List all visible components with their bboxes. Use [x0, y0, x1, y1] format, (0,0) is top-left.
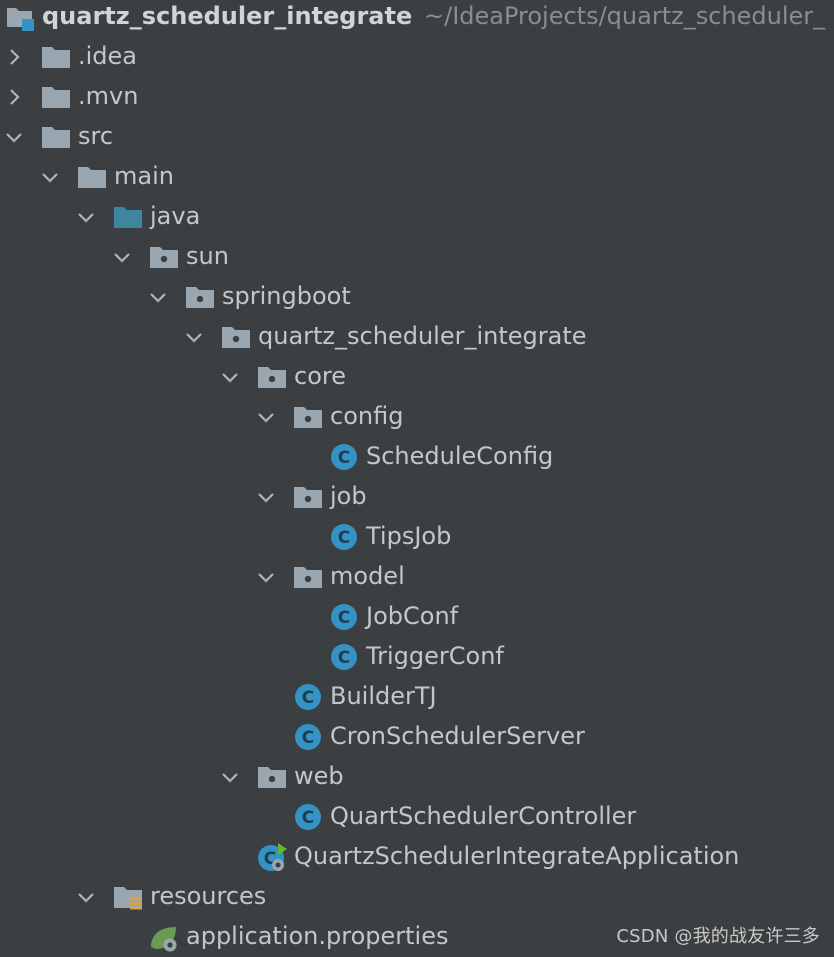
tree-label: TriggerConf	[366, 642, 504, 670]
package-icon	[148, 241, 180, 273]
spring-properties-icon	[148, 921, 180, 953]
chevron-down-icon[interactable]	[184, 327, 204, 347]
chevron-down-icon[interactable]	[148, 287, 168, 307]
tree-row-idea[interactable]: .idea	[0, 37, 834, 77]
tree-label: web	[294, 762, 344, 790]
tree-label: sun	[186, 242, 229, 270]
tree-row-quartz-package[interactable]: quartz_scheduler_integrate	[0, 317, 834, 357]
tree-label: .mvn	[78, 82, 139, 110]
chevron-down-icon[interactable]	[40, 167, 60, 187]
package-icon	[256, 761, 288, 793]
chevron-down-icon[interactable]	[76, 887, 96, 907]
folder-icon	[76, 161, 108, 193]
svg-text:C: C	[338, 448, 350, 468]
tree-row-config[interactable]: config	[0, 397, 834, 437]
tree-label: JobConf	[366, 602, 459, 630]
tree-label: job	[330, 482, 367, 510]
tree-row-scheduleconfig[interactable]: C ScheduleConfig	[0, 437, 834, 477]
tree-label: main	[114, 162, 174, 190]
class-icon: C	[328, 521, 360, 553]
spring-boot-class-icon: C	[256, 841, 288, 873]
package-icon	[184, 281, 216, 313]
chevron-down-icon[interactable]	[256, 407, 276, 427]
chevron-down-icon[interactable]	[256, 487, 276, 507]
tree-row-sun[interactable]: sun	[0, 237, 834, 277]
tree-row-job[interactable]: job	[0, 477, 834, 517]
tree-row-core[interactable]: core	[0, 357, 834, 397]
package-icon	[220, 321, 252, 353]
tree-row-springboot[interactable]: springboot	[0, 277, 834, 317]
class-icon: C	[328, 441, 360, 473]
chevron-down-icon[interactable]	[220, 367, 240, 387]
tree-row-mvn[interactable]: .mvn	[0, 77, 834, 117]
package-icon	[292, 481, 324, 513]
source-folder-icon	[112, 201, 144, 233]
chevron-down-icon[interactable]	[256, 567, 276, 587]
svg-text:C: C	[338, 608, 350, 628]
tree-row-resources[interactable]: resources	[0, 877, 834, 917]
tree-label: QuartSchedulerController	[330, 802, 637, 830]
class-icon: C	[328, 601, 360, 633]
svg-text:C: C	[302, 688, 314, 708]
chevron-down-icon[interactable]	[76, 207, 96, 227]
tree-label: model	[330, 562, 405, 590]
chevron-right-icon[interactable]	[4, 47, 24, 67]
tree-label: quartz_scheduler_integrate	[258, 322, 587, 350]
class-icon: C	[292, 721, 324, 753]
chevron-down-icon[interactable]	[4, 127, 24, 147]
svg-text:C: C	[338, 648, 350, 668]
tree-row-cronschedulerserver[interactable]: C CronSchedulerServer	[0, 717, 834, 757]
tree-label: java	[150, 202, 201, 230]
tree-label: QuartzSchedulerIntegrateApplication	[294, 842, 740, 870]
chevron-down-icon[interactable]	[112, 247, 132, 267]
svg-text:C: C	[338, 528, 350, 548]
chevron-down-icon[interactable]	[220, 767, 240, 787]
tree-row-buildertj[interactable]: C BuilderTJ	[0, 677, 834, 717]
watermark: CSDN @我的战友许三多	[616, 926, 820, 947]
tree-row-project-root[interactable]: quartz_scheduler_integrate ~/IdeaProject…	[0, 0, 834, 37]
class-icon: C	[292, 681, 324, 713]
tree-label: TipsJob	[366, 522, 452, 550]
project-path: ~/IdeaProjects/quartz_scheduler_	[424, 2, 826, 30]
svg-text:C: C	[302, 808, 314, 828]
tree-row-web[interactable]: web	[0, 757, 834, 797]
tree-label: CronSchedulerServer	[330, 722, 585, 750]
tree-label: src	[78, 122, 114, 150]
tree-label: springboot	[222, 282, 351, 310]
tree-row-tipsjob[interactable]: C TipsJob	[0, 517, 834, 557]
tree-row-triggerconf[interactable]: C TriggerConf	[0, 637, 834, 677]
package-icon	[292, 561, 324, 593]
tree-row-quartschedulercontroller[interactable]: C QuartSchedulerController	[0, 797, 834, 837]
class-icon: C	[292, 801, 324, 833]
tree-row-application-properties[interactable]: application.properties	[0, 917, 834, 957]
project-module-icon	[4, 1, 36, 33]
tree-label: BuilderTJ	[330, 682, 437, 710]
tree-label: application.properties	[186, 922, 449, 950]
tree-row-application-class[interactable]: C QuartzSchedulerIntegrateApplication	[0, 837, 834, 877]
folder-icon	[40, 121, 72, 153]
project-name: quartz_scheduler_integrate	[42, 2, 413, 30]
tree-label: core	[294, 362, 346, 390]
svg-text:C: C	[302, 728, 314, 748]
tree-row-jobconf[interactable]: C JobConf	[0, 597, 834, 637]
tree-label: ScheduleConfig	[366, 442, 554, 470]
resources-folder-icon	[112, 881, 144, 913]
package-icon	[256, 361, 288, 393]
chevron-right-icon[interactable]	[4, 87, 24, 107]
tree-row-src[interactable]: src	[0, 117, 834, 157]
tree-label: config	[330, 402, 404, 430]
tree-row-main[interactable]: main	[0, 157, 834, 197]
class-icon: C	[328, 641, 360, 673]
package-icon	[292, 401, 324, 433]
tree-label: .idea	[78, 42, 138, 70]
folder-icon	[40, 41, 72, 73]
tree-row-java[interactable]: java	[0, 197, 834, 237]
tree-label: resources	[150, 882, 267, 910]
folder-icon	[40, 81, 72, 113]
tree-row-model[interactable]: model	[0, 557, 834, 597]
